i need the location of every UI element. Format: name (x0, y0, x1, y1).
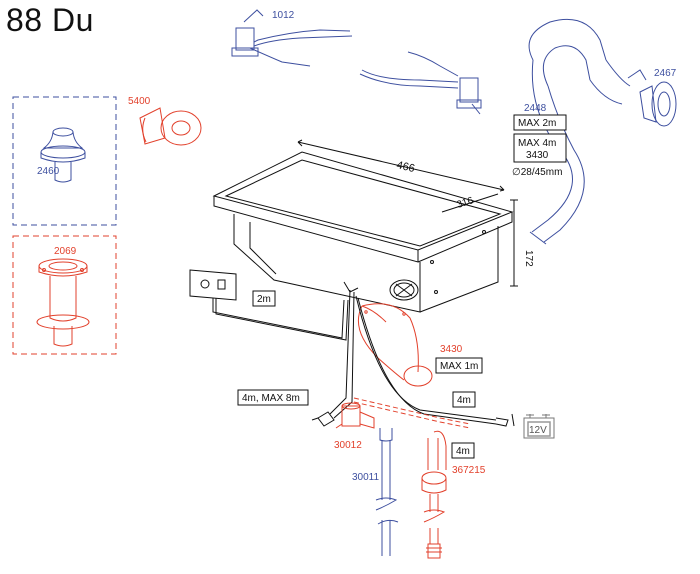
flexible-duct-2448-icon (528, 18, 631, 245)
wall-outlet-2467-icon (627, 69, 677, 127)
control-panel-icon (189, 269, 349, 341)
part-label-5400: 5400 (128, 96, 151, 107)
dimension-length: 466 (395, 159, 416, 175)
part-label-1012: 1012 (272, 10, 295, 21)
voltage-label: 12V (529, 425, 547, 436)
dimension-lines (297, 139, 518, 287)
fuel-pump-1012-icon (231, 9, 482, 115)
part-label-2448: 2448 (524, 103, 547, 114)
len2m-label: 2m (257, 294, 271, 305)
len2m-box (252, 290, 276, 307)
tank-fitting-367215-icon (421, 430, 447, 559)
exhaust-flange-5400-icon (139, 107, 202, 146)
len4m-a-label: 4m (457, 395, 471, 406)
fuel-pickup-30011-icon (375, 428, 399, 556)
harness-lines (329, 289, 515, 427)
max4m-part-label: 3430 (526, 150, 549, 161)
part-label-30011: 30011 (352, 472, 380, 483)
max4m-label: MAX 4m (518, 138, 556, 149)
len4m-b-box (451, 442, 475, 459)
wall-pipe-2069-icon (36, 258, 90, 347)
part-label-2467: 2467 (654, 68, 677, 79)
page-title: 88 Du (6, 2, 94, 38)
max1m-box (435, 357, 483, 374)
len4m-a-box (452, 391, 476, 408)
len4m-max8m-label: 4m, MAX 8m (242, 393, 300, 404)
diameter-label: ∅28/45mm (512, 167, 562, 178)
dimension-width: 316 (456, 195, 476, 211)
battery-icon (523, 414, 555, 439)
max1m-label: MAX 1m (440, 361, 478, 372)
part-label-3430: 3430 (440, 344, 463, 355)
dashed-box-2069 (12, 235, 117, 355)
part-label-2069: 2069 (54, 246, 77, 257)
air-duct-3430-icon (358, 303, 433, 387)
dimension-height: 172 (523, 250, 534, 267)
len4m-b-label: 4m (456, 446, 470, 457)
max2m-box (513, 114, 567, 131)
part-label-367215: 367215 (452, 465, 486, 476)
roof-cowl-2460-icon (40, 127, 86, 183)
max4m-box (513, 133, 567, 163)
connector-plug-icon (311, 411, 335, 427)
heater-unit-icon (212, 151, 514, 313)
fuel-pump-30012-icon (335, 402, 375, 429)
len4m-max8m-box (237, 389, 309, 406)
max2m-label: MAX 2m (518, 118, 556, 129)
voltage-box (527, 421, 551, 437)
fuel-line-red (353, 397, 471, 429)
dashed-box-2460 (12, 96, 117, 226)
part-label-2460: 2460 (37, 166, 60, 177)
part-label-30012: 30012 (334, 440, 362, 451)
